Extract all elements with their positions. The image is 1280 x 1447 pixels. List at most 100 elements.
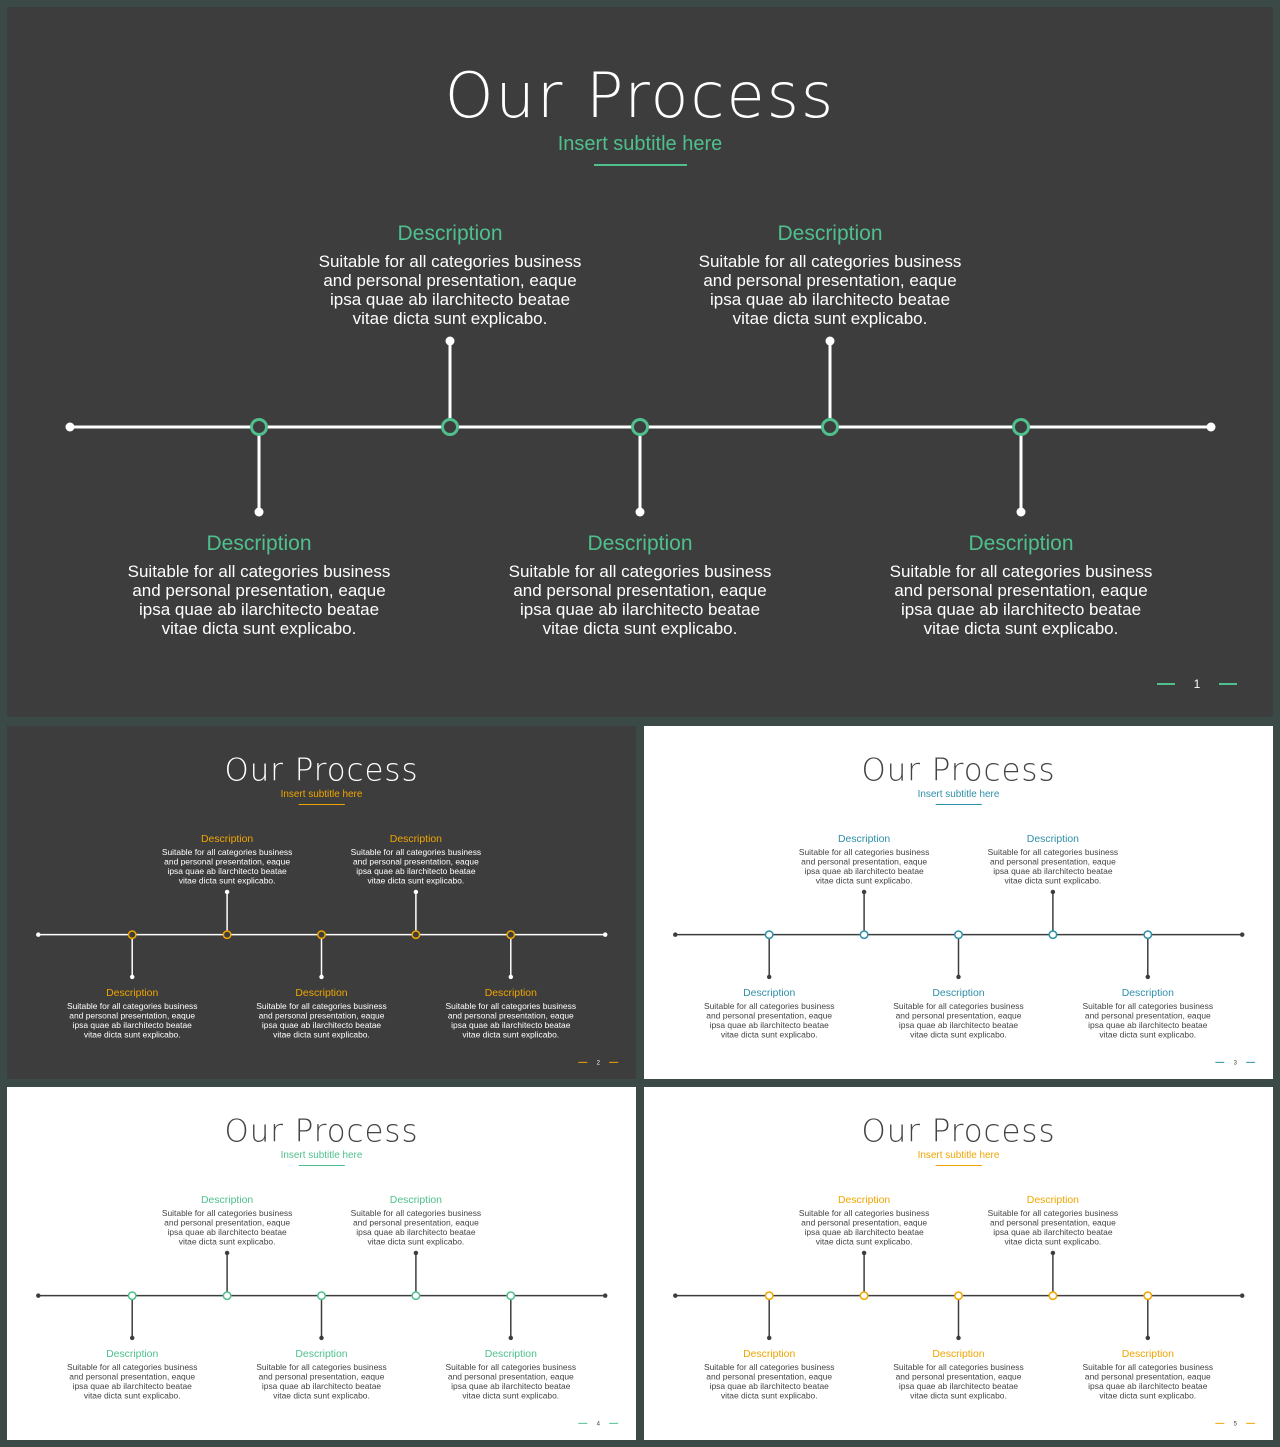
step-title: Description xyxy=(106,986,159,999)
page-number: 5 xyxy=(1215,1419,1256,1427)
step-title: Description xyxy=(397,222,503,245)
page-dash-right xyxy=(609,1061,619,1063)
step-node xyxy=(1048,930,1058,940)
step-text: Suitable for all categories business and… xyxy=(508,562,772,638)
step-end-dot xyxy=(1050,889,1056,895)
step-text: Suitable for all categories business and… xyxy=(1082,1001,1214,1040)
step-end-dot xyxy=(224,889,230,895)
step-end-dot xyxy=(1016,507,1026,517)
step-text: Suitable for all categories business and… xyxy=(350,847,482,886)
timeline-start-dot xyxy=(673,932,678,937)
step-text: Suitable for all categories business and… xyxy=(127,562,391,638)
step-text: Suitable for all categories business and… xyxy=(987,1208,1119,1247)
step-end-dot xyxy=(129,1335,135,1341)
slide-title: Our Process xyxy=(224,1112,419,1150)
step-node xyxy=(441,418,459,436)
step-text: Suitable for all categories business and… xyxy=(893,1362,1024,1401)
slide-title: Our Process xyxy=(224,751,419,789)
page-dash-right xyxy=(1219,683,1237,685)
step-end-dot xyxy=(224,1250,230,1256)
slide-subtitle: Insert subtitle here xyxy=(280,1149,363,1161)
page-dash-right xyxy=(1246,1422,1256,1424)
page-dash-right xyxy=(1246,1061,1256,1063)
step-node xyxy=(127,930,137,940)
timeline-end-dot xyxy=(1239,1293,1245,1298)
step-text: Suitable for all categories business and… xyxy=(698,252,962,328)
step-title: Description xyxy=(484,986,537,999)
timeline-end-dot xyxy=(1206,422,1216,432)
page-number: 2 xyxy=(578,1059,619,1066)
timeline-diagram xyxy=(673,889,1245,980)
timeline-end-dot xyxy=(602,932,608,937)
page-number-text: 3 xyxy=(1233,1058,1237,1066)
subtitle-underline xyxy=(935,804,982,805)
step-node xyxy=(222,1291,232,1301)
step-node xyxy=(222,930,232,940)
slide-title: Our Process xyxy=(444,59,836,132)
step-text: Suitable for all categories business and… xyxy=(161,847,293,886)
step-text: Suitable for all categories business and… xyxy=(703,1362,835,1401)
timeline-start-dot xyxy=(673,1293,678,1298)
step-node xyxy=(411,1291,421,1301)
step-text: Suitable for all categories business and… xyxy=(1082,1362,1214,1401)
slide-subtitle: Insert subtitle here xyxy=(557,133,723,155)
subtitle-underline xyxy=(298,1165,345,1166)
step-node xyxy=(859,930,869,940)
page-number: 1 xyxy=(1157,677,1237,691)
step-text: Suitable for all categories business and… xyxy=(798,1208,930,1247)
step-end-dot xyxy=(1145,1335,1151,1341)
step-end-dot xyxy=(508,1335,514,1341)
step-text: Suitable for all categories business and… xyxy=(703,1001,835,1040)
page-number-text: 4 xyxy=(596,1419,600,1427)
step-end-dot xyxy=(445,336,455,346)
timeline-end-dot xyxy=(602,1293,608,1298)
step-title: Description xyxy=(777,222,883,245)
step-node xyxy=(317,1291,326,1301)
step-title: Description xyxy=(1026,832,1079,845)
step-text: Suitable for all categories business and… xyxy=(350,1208,482,1247)
page-number: 4 xyxy=(578,1419,619,1427)
step-end-dot xyxy=(861,1250,867,1256)
step-title: Description xyxy=(201,832,254,845)
step-node xyxy=(1143,930,1153,940)
step-title: Description xyxy=(1026,1193,1079,1206)
step-node xyxy=(954,1291,963,1301)
step-node xyxy=(631,418,649,436)
step-title: Description xyxy=(295,986,348,999)
step-title: Description xyxy=(743,986,796,999)
page-dash-left xyxy=(1157,683,1175,685)
timeline-start-dot xyxy=(36,932,41,937)
step-text: Suitable for all categories business and… xyxy=(987,847,1119,886)
page-number-text: 5 xyxy=(1233,1419,1237,1427)
step-title: Description xyxy=(968,532,1074,555)
step-text: Suitable for all categories business and… xyxy=(256,1001,387,1040)
slide-subtitle: Insert subtitle here xyxy=(280,788,363,800)
step-end-dot xyxy=(766,1335,772,1341)
timeline-end-dot xyxy=(1239,932,1245,937)
step-end-dot xyxy=(413,1250,419,1256)
step-node xyxy=(506,930,516,940)
slide-subtitle: Insert subtitle here xyxy=(917,788,1000,800)
step-end-dot xyxy=(956,974,961,980)
step-title: Description xyxy=(1121,1347,1174,1360)
step-title: Description xyxy=(484,1347,537,1360)
step-text: Suitable for all categories business and… xyxy=(256,1362,387,1401)
step-title: Description xyxy=(106,1347,159,1360)
step-end-dot xyxy=(319,974,324,980)
timeline-diagram xyxy=(65,336,1216,517)
